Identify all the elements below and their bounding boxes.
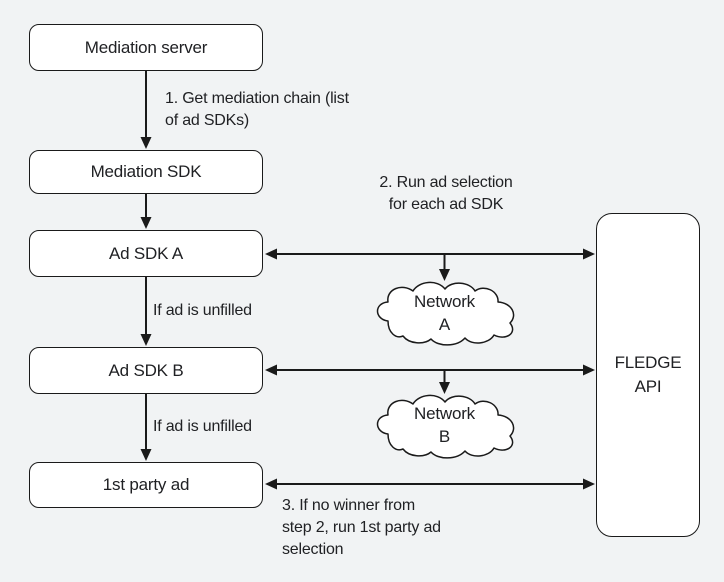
- node-mediation-sdk: Mediation SDK: [29, 150, 263, 194]
- node-ad-sdk-b: Ad SDK B: [29, 347, 263, 394]
- node-first-party-ad: 1st party ad: [29, 462, 263, 508]
- arrow-branch-to-network-a: [439, 254, 450, 281]
- arrow-server-to-mediation-sdk: [140, 71, 152, 149]
- annotation-step2: 2. Run ad selection for each ad SDK: [379, 174, 513, 213]
- network-b-cloud-shape: [376, 394, 515, 459]
- arrow-ad-sdk-b-fledge-bidirectional: [265, 364, 595, 376]
- arrow-mediation-sdk-to-ad-sdk-a: [140, 194, 152, 229]
- node-mediation-server: Mediation server: [29, 24, 263, 71]
- network-a-cloud-shape: [376, 281, 515, 346]
- arrow-ad-sdk-b-to-first-party: [140, 394, 152, 461]
- network-b-label: Network B: [414, 404, 475, 446]
- arrow-branch-to-network-b: [439, 370, 450, 394]
- arrow-ad-sdk-a-to-ad-sdk-b: [140, 277, 152, 346]
- network-a-label: Network A: [414, 292, 475, 334]
- arrow-ad-sdk-a-fledge-bidirectional: [265, 248, 595, 260]
- arrow-first-party-fledge-bidirectional: [265, 478, 595, 490]
- annotation-step1: 1. Get mediation chain (list of ad SDKs): [165, 90, 349, 129]
- node-ad-sdk-a: Ad SDK A: [29, 230, 263, 277]
- annotation-if-ad-unfilled-b: If ad is unfilled: [153, 418, 252, 435]
- node-fledge-api: FLEDGE API: [596, 213, 700, 537]
- annotation-step3: 3. If no winner from step 2, run 1st par…: [282, 497, 441, 558]
- annotation-if-ad-unfilled-a: If ad is unfilled: [153, 302, 252, 319]
